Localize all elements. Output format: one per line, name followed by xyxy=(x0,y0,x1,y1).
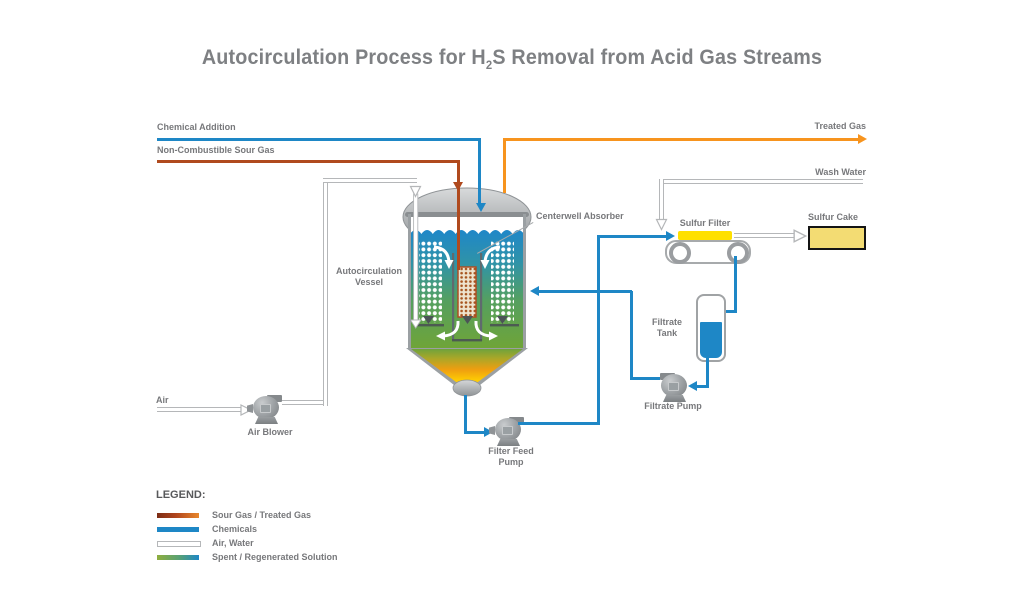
vessel-label: Autocirculation Vessel xyxy=(335,266,402,287)
treated-gas-arrow xyxy=(858,134,867,144)
treated-gas-line xyxy=(503,140,506,193)
page-title: Autocirculation Process for H2S Removal … xyxy=(201,46,823,73)
legend-item-label: Spent / Regenerated Solution xyxy=(212,552,338,562)
legend-item-label: Air, Water xyxy=(212,538,254,548)
legend-swatch-spent-regen xyxy=(157,555,199,560)
filter-feed-line xyxy=(597,235,667,238)
filtrate-line xyxy=(697,385,709,388)
legend-swatch-air-water xyxy=(157,541,201,547)
air-blower xyxy=(247,394,284,424)
pump-inlet xyxy=(489,426,495,435)
pump-base xyxy=(497,439,520,446)
filtrate-tank-label: Filtrate Tank xyxy=(651,317,682,338)
feed-to-filter-arrow xyxy=(666,231,675,241)
pump-inlet xyxy=(247,404,253,413)
air-line xyxy=(157,407,243,412)
sulfur-cake-box xyxy=(808,226,866,250)
pump-hub xyxy=(260,404,271,413)
filter-feed-line xyxy=(464,395,467,434)
filtrate-pump-label: Filtrate Pump xyxy=(644,401,702,411)
legend-swatch-sour-treated xyxy=(157,513,199,518)
air-line xyxy=(323,178,328,406)
treated-gas-label: Treated Gas xyxy=(814,121,866,131)
autocirculation-vessel xyxy=(402,187,532,397)
sour-gas-arrow xyxy=(453,182,463,191)
belt-roller xyxy=(727,242,749,264)
filtrate-tank xyxy=(696,294,726,362)
air-blower-label: Air Blower xyxy=(247,427,293,437)
sour-gas-line xyxy=(157,160,460,163)
filter-feed-line xyxy=(464,431,486,434)
air-arrow xyxy=(240,404,253,416)
legend-swatch-chemicals xyxy=(157,527,199,532)
pump-base xyxy=(663,395,686,402)
return-line xyxy=(630,377,660,380)
legend-title: LEGEND: xyxy=(156,489,206,501)
filtrate-pump xyxy=(658,372,692,402)
chemical-addition-arrow xyxy=(476,203,486,212)
filter-feed-pump-label: Filter Feed Pump xyxy=(488,446,534,467)
air-line xyxy=(323,178,417,183)
return-line xyxy=(539,290,632,293)
sour-gas-label: Non-Combustible Sour Gas xyxy=(157,145,275,155)
treated-gas-line xyxy=(503,138,860,141)
filter-feed-pump xyxy=(489,416,526,446)
filtrate-line xyxy=(734,256,737,313)
wash-water-label: Wash Water xyxy=(815,167,866,177)
filtrate-line xyxy=(706,356,709,388)
cake-arrow xyxy=(793,229,808,243)
legend-item-label: Chemicals xyxy=(212,524,258,534)
wash-water-arrow xyxy=(655,218,668,231)
filter-feed-line xyxy=(597,237,600,425)
air-label: Air xyxy=(156,395,169,405)
filter-feed-arrow xyxy=(484,427,493,437)
air-to-vessel-arrow xyxy=(409,185,422,198)
centerwell-label: Centerwell Absorber xyxy=(536,211,624,221)
sulfur-filter-label: Sulfur Filter xyxy=(679,218,731,228)
belt-roller xyxy=(669,242,691,264)
return-line xyxy=(630,291,633,380)
pump-hub xyxy=(502,426,513,435)
filtrate-line xyxy=(724,310,736,313)
pump-hub xyxy=(668,382,679,391)
chemical-addition-label: Chemical Addition xyxy=(157,122,236,132)
chemical-addition-line xyxy=(478,138,481,205)
sulfur-cake-label: Sulfur Cake xyxy=(807,212,858,222)
sulfur-filter-strip xyxy=(678,231,732,240)
pump-base xyxy=(255,417,278,424)
to-filtrate-pump-arrow xyxy=(688,381,697,391)
filter-feed-line xyxy=(518,422,600,425)
wash-water-line xyxy=(659,179,664,223)
return-to-vessel-arrow xyxy=(530,286,539,296)
tank-liquid xyxy=(700,322,722,358)
wash-water-line xyxy=(659,179,863,184)
legend-item-label: Sour Gas / Treated Gas xyxy=(212,510,312,520)
air-line xyxy=(282,400,328,405)
chemical-addition-line xyxy=(157,138,481,141)
cake-line xyxy=(734,233,796,238)
sour-gas-line xyxy=(457,160,460,270)
